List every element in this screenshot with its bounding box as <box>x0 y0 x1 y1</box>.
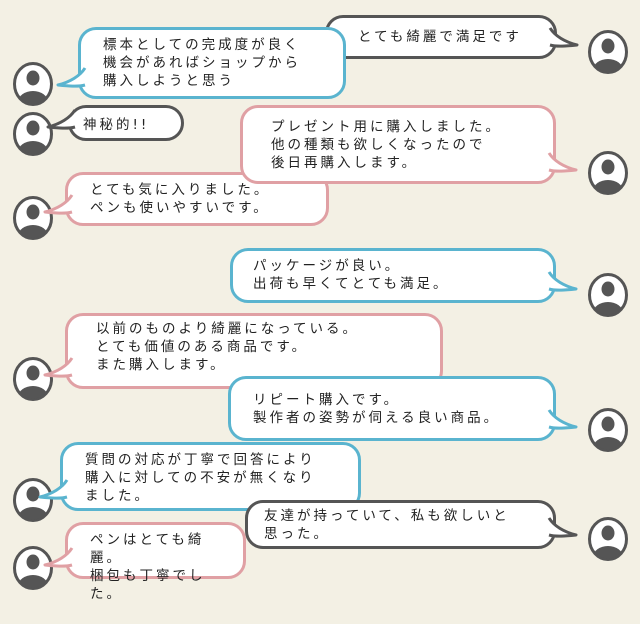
user-avatar-icon <box>13 112 53 156</box>
review-bubble: プレゼント用に購入しました。 他の種類も欲しくなったので 後日再購入します。 <box>240 105 578 184</box>
review-text: ペンはとても綺麗。 梱包も丁寧でした。 <box>90 532 206 602</box>
review-bubble: 神秘的!! <box>46 105 184 141</box>
review-text: リピート購入です。 製作者の姿勢が伺える良い商品。 <box>253 392 501 426</box>
review-text: 質問の対応が丁寧で回答により 購入に対しての不安が無くなり ました。 <box>85 452 316 504</box>
review-bubble: とても気に入りました。 ペンも使いやすいです。 <box>43 172 329 226</box>
user-avatar-icon <box>588 151 628 195</box>
user-avatar-icon <box>13 62 53 106</box>
bubble-tail <box>46 109 77 130</box>
bubble-tail <box>547 409 578 430</box>
review-bubble: ペンはとても綺麗。 梱包も丁寧でした。 <box>43 522 246 602</box>
bubble-tail <box>43 547 74 568</box>
bubble-tail <box>43 194 74 215</box>
bubble-tail <box>547 152 578 173</box>
review-text: とても気に入りました。 ペンも使いやすいです。 <box>90 182 271 216</box>
user-avatar-icon <box>588 30 628 74</box>
bubble-tail <box>547 271 578 292</box>
bubble-tail <box>548 27 579 48</box>
review-text: 以前のものより綺麗になっている。 とても価値のある商品です。 また購入します。 <box>96 321 360 373</box>
bubble-tail <box>38 479 69 500</box>
bubble-tail <box>56 67 87 88</box>
review-text: プレゼント用に購入しました。 他の種類も欲しくなったので 後日再購入します。 <box>271 119 502 171</box>
review-bubble: パッケージが良い。 出荷も早くてとても満足。 <box>230 248 578 303</box>
review-bubble: 標本としての完成度が良く 機会があればショップから 購入しようと思う <box>56 27 346 99</box>
review-text: 神秘的!! <box>83 117 150 133</box>
review-bubble: 質問の対応が丁寧で回答により 購入に対しての不安が無くなり ました。 <box>38 442 361 511</box>
user-avatar-icon <box>13 546 53 590</box>
user-avatar-icon <box>13 357 53 401</box>
user-avatar-icon <box>588 273 628 317</box>
review-text: 標本としての完成度が良く 機会があればショップから 購入しようと思う <box>103 37 301 89</box>
bubble-tail <box>43 357 74 378</box>
review-text: 友達が持っていて、私も欲しいと 思った。 <box>264 508 510 542</box>
user-avatar-icon <box>588 408 628 452</box>
bubble-tail <box>547 517 578 538</box>
review-bubble: 友達が持っていて、私も欲しいと 思った。 <box>245 500 578 549</box>
review-bubble: とても綺麗で満足です <box>325 15 579 59</box>
review-text: パッケージが良い。 出荷も早くてとても満足。 <box>253 258 450 292</box>
user-avatar-icon <box>13 196 53 240</box>
user-avatar-icon <box>13 478 53 522</box>
review-bubble: リピート購入です。 製作者の姿勢が伺える良い商品。 <box>228 376 578 441</box>
user-avatar-icon <box>588 517 628 561</box>
review-text: とても綺麗で満足です <box>358 29 522 45</box>
